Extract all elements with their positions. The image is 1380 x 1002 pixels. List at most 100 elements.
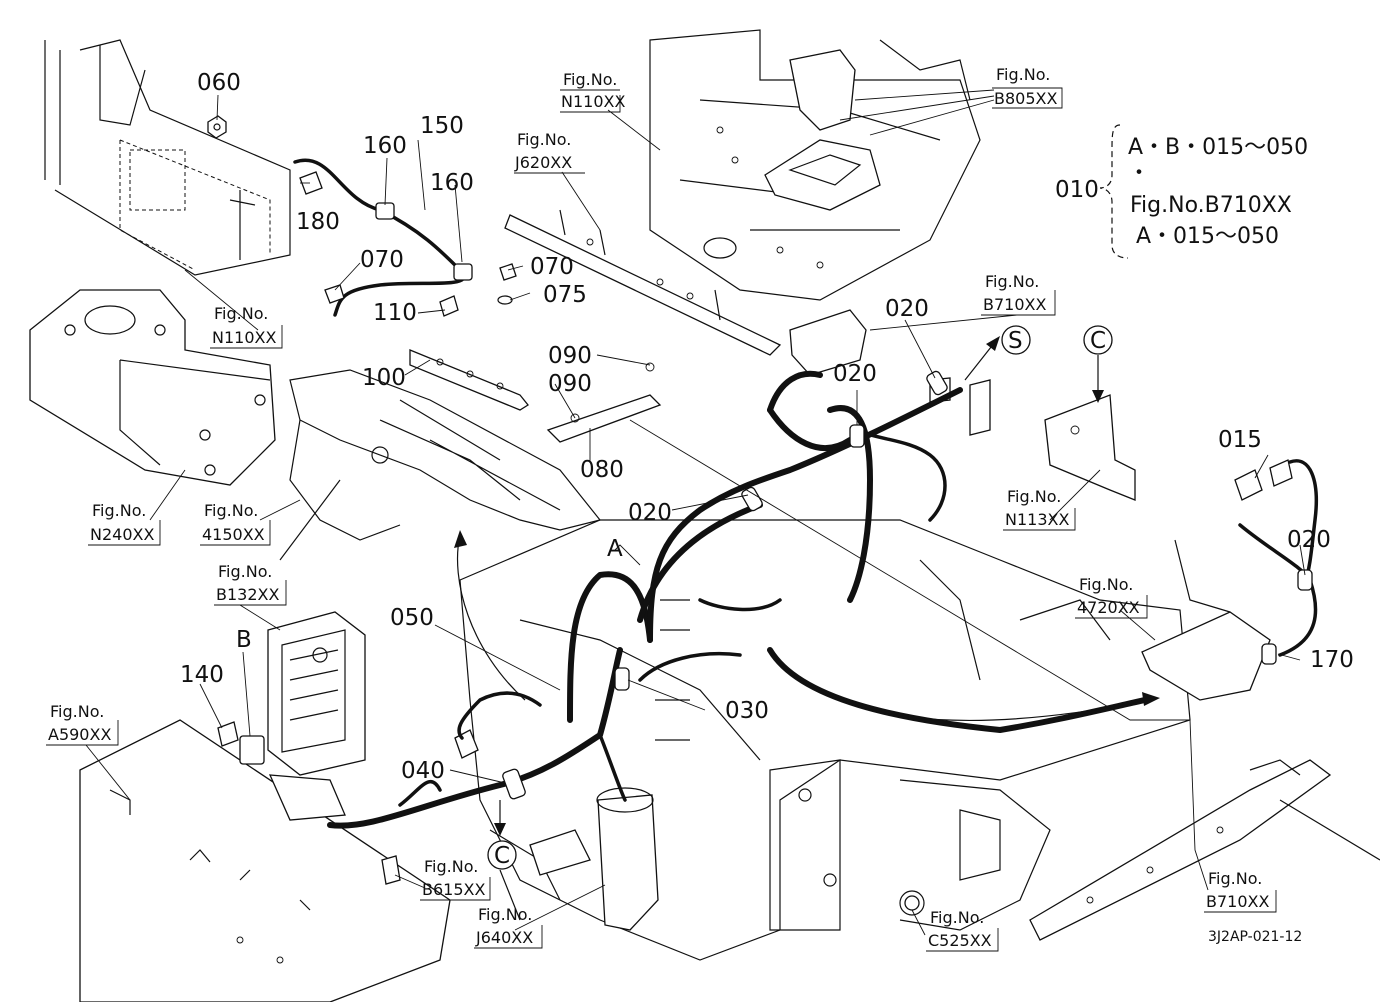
label-170: 170 (1310, 647, 1354, 673)
label-090b: 090 (548, 371, 592, 397)
label-060: 060 (197, 70, 241, 96)
label-040: 040 (401, 758, 445, 784)
svg-text:Fig.No.: Fig.No. (218, 562, 272, 581)
fig-ref-n110-left: Fig.No. N110XX (212, 304, 276, 347)
bracket-n113 (1044, 394, 1136, 501)
fig-ref-b615: Fig.No. B615XX (422, 857, 485, 899)
svg-text:B710XX: B710XX (983, 295, 1046, 314)
connector-b805 (789, 49, 856, 131)
drawing-code: 3J2AP-021-12 (1208, 929, 1302, 945)
label-010: 010 (1055, 177, 1099, 203)
label-020b: 020 (833, 361, 877, 387)
svg-text:Fig.No.: Fig.No. (563, 70, 617, 89)
svg-text:Fig.No.: Fig.No. (424, 857, 478, 876)
fig-ref-c525: Fig.No. C525XX (928, 908, 992, 950)
svg-text:Fig.No.: Fig.No. (50, 702, 104, 721)
nut-060 (207, 115, 227, 139)
note-line1: A・B・015～050 (1128, 135, 1308, 160)
fig-ref-4720: Fig.No. 4720XX (1077, 575, 1140, 617)
fig-ref-b710-bottom: Fig.No. B710XX (1206, 869, 1269, 911)
plate-080 (546, 394, 662, 443)
svg-text:A590XX: A590XX (48, 725, 111, 744)
reference-arrows (454, 336, 1160, 836)
svg-text:Fig.No.: Fig.No. (517, 130, 571, 149)
label-075: 075 (543, 282, 587, 308)
marker-b: B (236, 627, 252, 653)
fig-ref-a590: Fig.No. A590XX (48, 702, 111, 744)
label-180: 180 (296, 209, 340, 235)
svg-text:Fig.No.: Fig.No. (930, 908, 984, 927)
fig-ref-n113: Fig.No. N113XX (1005, 487, 1069, 529)
svg-text:Fig.No.: Fig.No. (1079, 575, 1133, 594)
svg-text:Fig.No.: Fig.No. (996, 65, 1050, 84)
fig-ref-b710-connector: Fig.No. B710XX (983, 272, 1046, 314)
clamp-160a (375, 202, 395, 220)
marker-c-top: C (1090, 328, 1106, 354)
figure-references: Fig.No. N110XX Fig.No. B805XX Fig.No. J6… (48, 65, 1269, 950)
kit-note: A・B・015～050 ・ Fig.No.B710XX A・015～050 (1128, 135, 1308, 249)
marker-c-top-circle (1083, 325, 1113, 355)
svg-text:N113XX: N113XX (1005, 510, 1069, 529)
svg-text:J620XX: J620XX (514, 153, 572, 172)
label-020a: 020 (885, 296, 929, 322)
fig-ref-b805: Fig.No. B805XX (994, 65, 1057, 108)
marker-labels: S C C A B (236, 328, 1106, 869)
svg-text:4720XX: 4720XX (1077, 598, 1140, 617)
svg-text:Fig.No.: Fig.No. (204, 501, 258, 520)
controller-b132 (267, 611, 366, 776)
connector-b (268, 774, 346, 821)
fig-ref-4150: Fig.No. 4150XX (202, 501, 265, 544)
svg-text:B132XX: B132XX (216, 585, 279, 604)
marker-a: A (607, 536, 623, 562)
svg-text:Fig.No.: Fig.No. (92, 501, 146, 520)
fig-underlines (46, 87, 1277, 952)
main-harness-a (327, 370, 1313, 829)
marker-c-bottom: C (494, 843, 510, 869)
bolt-180 (299, 171, 323, 195)
label-020c: 020 (628, 500, 672, 526)
fig-ref-n240: Fig.No. N240XX (90, 501, 154, 544)
svg-text:Fig.No.: Fig.No. (985, 272, 1039, 291)
fig-ref-j640: Fig.No. J640XX (475, 905, 533, 947)
svg-text:Fig.No.: Fig.No. (478, 905, 532, 924)
svg-text:Fig.No.: Fig.No. (214, 304, 268, 323)
svg-text:Fig.No.: Fig.No. (1208, 869, 1262, 888)
label-140: 140 (180, 662, 224, 688)
filter-j640 (597, 794, 659, 931)
label-050: 050 (390, 605, 434, 631)
label-110: 110 (373, 300, 417, 326)
svg-text:B805XX: B805XX (994, 89, 1057, 108)
svg-text:Fig.No.: Fig.No. (1007, 487, 1061, 506)
svg-text:B615XX: B615XX (422, 880, 485, 899)
svg-text:N240XX: N240XX (90, 525, 154, 544)
label-080: 080 (580, 457, 624, 483)
svg-text:B710XX: B710XX (1206, 892, 1269, 911)
note-brace (1099, 124, 1129, 259)
svg-text:4150XX: 4150XX (202, 525, 265, 544)
label-150: 150 (420, 113, 464, 139)
label-030: 030 (725, 698, 769, 724)
fig-ref-b132: Fig.No. B132XX (216, 562, 279, 604)
label-160a: 160 (363, 133, 407, 159)
bracket-4720 (1141, 611, 1271, 701)
part-number-labels: 060 150 160 160 180 070 070 075 110 100 … (180, 70, 1354, 784)
note-line3: A・015～050 (1136, 224, 1279, 249)
note-line2: Fig.No.B710XX (1130, 193, 1292, 218)
plate-100 (409, 349, 529, 411)
svg-text:N110XX: N110XX (561, 92, 625, 111)
leader-lines (85, 89, 1306, 936)
fig-ref-n110-top: Fig.No. N110XX (561, 70, 625, 111)
fig-ref-j620: Fig.No. J620XX (514, 130, 572, 172)
note-dot: ・ (1128, 161, 1150, 186)
marker-c-bottom-circle (487, 840, 517, 870)
label-015: 015 (1218, 427, 1262, 453)
label-070a: 070 (360, 247, 404, 273)
parts-lineart (207, 49, 1318, 931)
marker-circles (487, 325, 1113, 870)
svg-text:N110XX: N110XX (212, 328, 276, 347)
sensor-015 (1234, 469, 1263, 501)
marker-s: S (1008, 328, 1023, 354)
label-090a: 090 (548, 343, 592, 369)
svg-text:J640XX: J640XX (475, 928, 533, 947)
